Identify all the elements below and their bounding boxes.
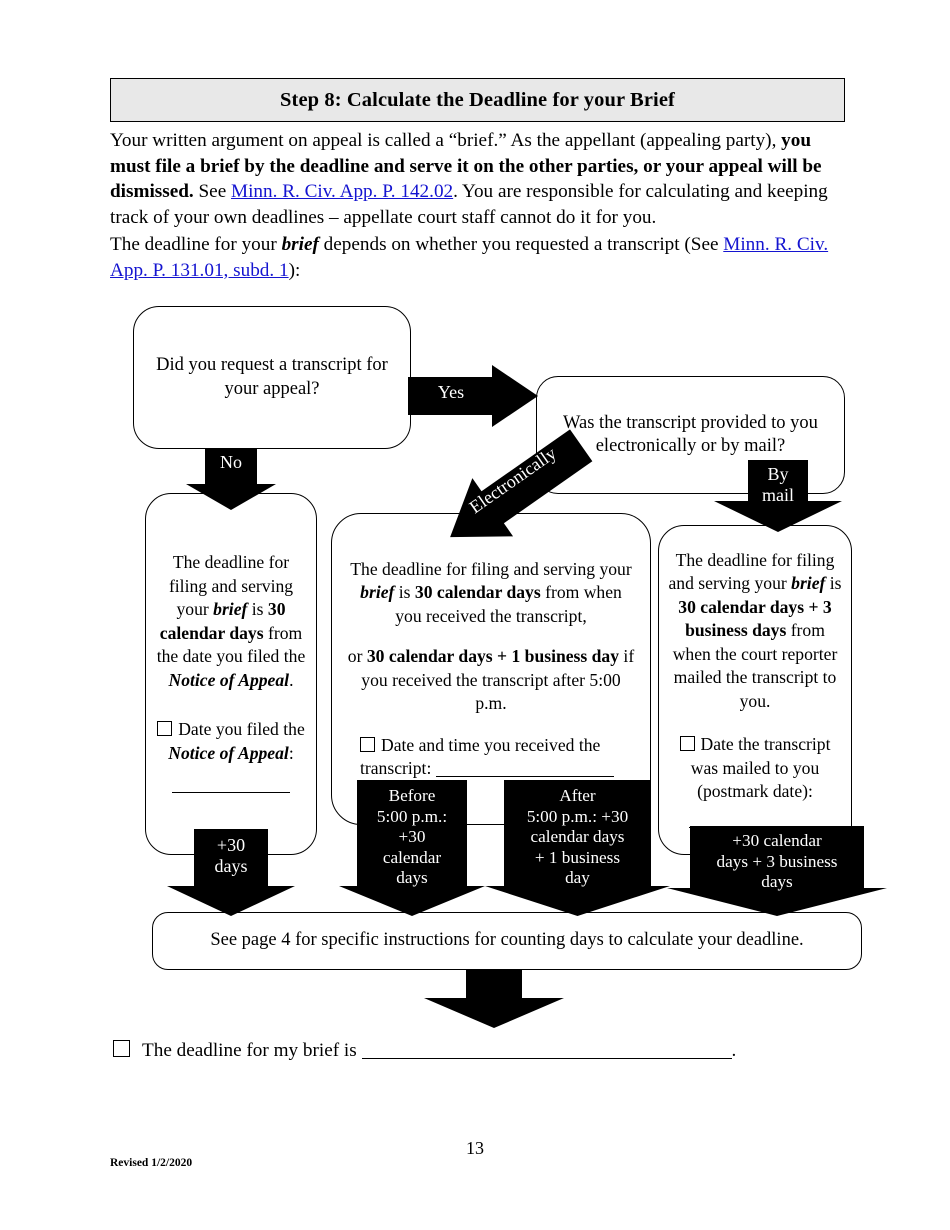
intro-text-c: . You are responsible for calculating an… bbox=[110, 181, 828, 228]
no-l4: . bbox=[289, 669, 294, 690]
checkbox-final-deadline[interactable] bbox=[113, 1040, 130, 1057]
outcome-electronic-checkline: Date and time you received the transcrip… bbox=[346, 734, 636, 781]
elec-l3: from when you received the transcript, bbox=[395, 582, 622, 626]
deadline-paragraph: The deadline for your brief depends on w… bbox=[110, 232, 846, 283]
outcome-no-transcript-body: The deadline for filing and serving your… bbox=[155, 551, 307, 692]
no-check-l1: Date you filed the bbox=[178, 719, 305, 740]
checkbox-date-mailed[interactable] bbox=[679, 736, 695, 752]
flow-question-delivery-method-text: Was the transcript provided to you elect… bbox=[563, 412, 818, 457]
elec-bi1: brief bbox=[360, 582, 395, 602]
page-title: Step 8: Calculate the Deadline for your … bbox=[280, 88, 675, 111]
link-rule-131-01[interactable]: Minn. R. Civ. App. P. 131.01, subd. 1 bbox=[110, 234, 829, 281]
mail-l1: The deadline for filing and serving your bbox=[668, 549, 835, 594]
mail-bi1: brief bbox=[791, 573, 826, 594]
footer-revised-date: Revised 1/2/2020 bbox=[110, 1157, 193, 1169]
flow-question-delivery-method[interactable]: Was the transcript provided to you elect… bbox=[536, 376, 845, 494]
blank-field-notice-date[interactable] bbox=[155, 773, 307, 797]
flow-outcome-no-transcript[interactable]: The deadline for filing and serving your… bbox=[145, 493, 317, 855]
flow-question-transcript-requested-text: Did you request a transcript for your ap… bbox=[156, 355, 388, 399]
intro-paragraph: Your written argument on appeal is calle… bbox=[110, 128, 846, 230]
final-deadline-line: The deadline for my brief is . bbox=[113, 1038, 736, 1064]
deadline-text-a: The deadline for your bbox=[110, 234, 282, 255]
flow-see-page-4[interactable]: See page 4 for specific instructions for… bbox=[152, 912, 862, 970]
link-rule-142-02[interactable]: Minn. R. Civ. App. P. 142.02 bbox=[231, 181, 454, 203]
outcome-no-transcript-checkline: Date you filed the Notice of Appeal: bbox=[155, 718, 307, 765]
arrow-plus30-days[interactable] bbox=[167, 829, 295, 916]
elec-bd1: 30 calendar days bbox=[414, 582, 541, 602]
page-number: 13 bbox=[466, 1138, 484, 1158]
blank-line-notice-date[interactable] bbox=[172, 792, 290, 794]
mail-l3: from when the court reporter mailed the … bbox=[672, 620, 838, 711]
mail-bd1: 30 calendar days + 3 business days bbox=[678, 596, 832, 641]
elec-l4: or bbox=[347, 646, 367, 666]
final-deadline-period: . bbox=[731, 1040, 737, 1061]
elec-l1: The deadline for filing and serving your bbox=[350, 558, 632, 579]
no-bd1: 30 calendar days bbox=[159, 599, 286, 643]
flow-outcome-mailed-transcript[interactable]: The deadline for filing and serving your… bbox=[658, 525, 852, 855]
outcome-electronic-body-1: The deadline for filing and serving your… bbox=[346, 558, 636, 629]
arrow-plus30-plus3[interactable] bbox=[667, 826, 887, 916]
no-l3: from the date you filed the bbox=[156, 622, 306, 667]
arrow-by-mail[interactable] bbox=[714, 460, 842, 532]
deadline-text-c: ): bbox=[288, 259, 301, 281]
blank-line-final-deadline[interactable] bbox=[361, 1058, 732, 1059]
checkbox-date-filed-notice[interactable] bbox=[157, 721, 173, 737]
arrow-yes[interactable] bbox=[408, 365, 538, 427]
deadline-brief-emphasis: brief bbox=[281, 234, 319, 255]
outcome-electronic-body-2: or 30 calendar days + 1 business day if … bbox=[346, 645, 636, 716]
arrow-after-5pm[interactable] bbox=[485, 780, 670, 916]
outcome-mailed-checkline: Date the transcript was mailed to you (p… bbox=[668, 733, 842, 804]
flow-see-page-4-text: See page 4 for specific instructions for… bbox=[210, 930, 804, 951]
no-l1: The deadline for filing and serving your bbox=[168, 552, 294, 620]
intro-text-bold: you must file a brief by the deadline an… bbox=[110, 130, 822, 203]
final-deadline-text: The deadline for my brief is bbox=[142, 1040, 362, 1061]
page-banner: Step 8: Calculate the Deadline for your … bbox=[110, 78, 845, 122]
no-check-l2: : bbox=[288, 742, 294, 763]
mail-check-l1: Date the transcript was mailed to you (p… bbox=[690, 734, 831, 802]
outcome-mailed-body: The deadline for filing and serving your… bbox=[668, 549, 842, 714]
elec-check-l1: Date and time you received the transcrip… bbox=[360, 734, 601, 779]
no-bi2: Notice of Appeal bbox=[168, 669, 290, 690]
flow-question-transcript-requested[interactable]: Did you request a transcript for your ap… bbox=[133, 306, 411, 449]
no-check-bi: Notice of Appeal bbox=[168, 742, 289, 763]
arrow-electronically[interactable] bbox=[422, 429, 597, 548]
deadline-text-b: depends on whether you requested a trans… bbox=[318, 234, 724, 255]
no-bi1: brief bbox=[213, 599, 248, 620]
arrow-final-down[interactable] bbox=[424, 970, 564, 1028]
arrow-before-5pm[interactable] bbox=[339, 780, 485, 916]
mail-l2: is bbox=[825, 573, 842, 594]
intro-text-a: Your written argument on appeal is calle… bbox=[110, 130, 782, 151]
intro-text-b: See bbox=[193, 181, 232, 203]
flow-outcome-electronic-transcript[interactable]: The deadline for filing and serving your… bbox=[331, 513, 651, 825]
no-l2: is bbox=[247, 599, 268, 620]
elec-l2: is bbox=[394, 582, 415, 602]
elec-l5: if you received the transcript after 5:0… bbox=[361, 646, 635, 713]
checkbox-date-time-received[interactable] bbox=[360, 736, 375, 752]
blank-line-received-datetime[interactable] bbox=[435, 776, 614, 777]
arrow-no[interactable] bbox=[186, 448, 276, 510]
elec-bd2: 30 calendar days + 1 business day bbox=[366, 646, 620, 666]
